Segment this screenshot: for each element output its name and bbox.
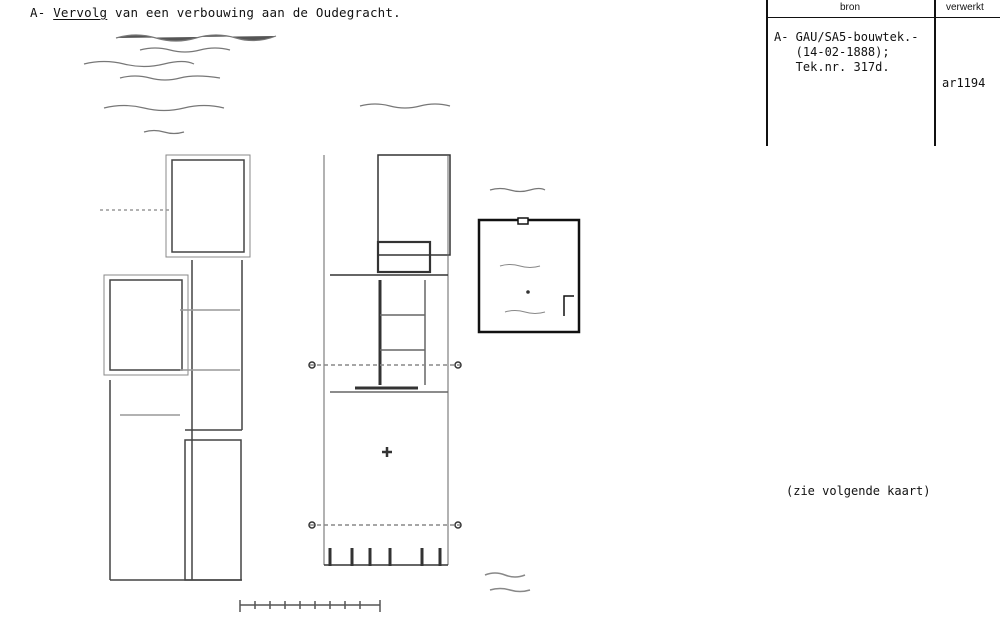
left-plan-title-scribble [103, 104, 225, 112]
left-plan-middle-room [109, 279, 183, 371]
inset-room-outline [477, 218, 581, 334]
title-scribble [139, 47, 231, 53]
continuation-note: (zie volgende kaart) [786, 484, 931, 498]
inset-room-scribble [499, 264, 546, 314]
document-caption: A- Vervolg van een verbouwing aan de Oud… [30, 5, 401, 20]
left-plan-subtitle-scribble [143, 129, 185, 135]
right-floor-plan [239, 154, 531, 612]
source-reference: A- GAU/SA5-bouwtek.- (14-02-1888); Tek.n… [774, 30, 919, 75]
left-plan-back-outline [165, 154, 251, 258]
caption-text: van een verbouwing aan de Oudegracht. [107, 5, 401, 20]
left-plan-front-room [184, 439, 242, 581]
right-plan-column-cross [382, 447, 392, 457]
source-line: Tek.nr. 317d. [774, 60, 890, 74]
inset-room-plan [477, 217, 581, 334]
header-source: bron [840, 2, 861, 13]
title-scribble [119, 75, 221, 81]
left-plan-middle-outline [103, 274, 189, 376]
inset-room-door [563, 295, 574, 316]
inset-room-point [526, 290, 530, 294]
right-plan-stair-block [376, 240, 432, 274]
title-scribble [115, 34, 277, 42]
table-left-border [766, 0, 768, 146]
caption-prefix: A- [30, 5, 54, 20]
floor-plan-svg [83, 34, 581, 612]
reference-table: bron verwerkt A- GAU/SA5-bouwtek.- (14-0… [766, 0, 1000, 146]
section-marker [308, 361, 316, 369]
left-floor-plan [100, 154, 251, 581]
floor-plan-drawing [80, 20, 600, 630]
section-marker [454, 521, 462, 529]
processed-value: ar1194 [942, 76, 986, 90]
caption-underlined-word: Vervolg [53, 5, 108, 20]
right-plan-title-scribble [359, 103, 451, 109]
signature-scribble [484, 572, 531, 593]
section-marker [454, 361, 462, 369]
inset-room-chimney [517, 217, 529, 225]
right-plan-back-room [377, 154, 451, 256]
inset-title-scribble [489, 187, 546, 193]
title-scribble [83, 60, 195, 68]
source-line: (14-02-1888); [774, 45, 890, 59]
section-marker [308, 521, 316, 529]
source-line: A- GAU/SA5-bouwtek.- [774, 30, 919, 44]
facade-columns [328, 548, 442, 566]
left-plan-back-room [171, 159, 245, 253]
header-processed: verwerkt [946, 2, 984, 13]
table-header-divider [766, 17, 1000, 18]
table-column-divider [934, 0, 936, 146]
scale-bar-ticks [239, 600, 381, 612]
